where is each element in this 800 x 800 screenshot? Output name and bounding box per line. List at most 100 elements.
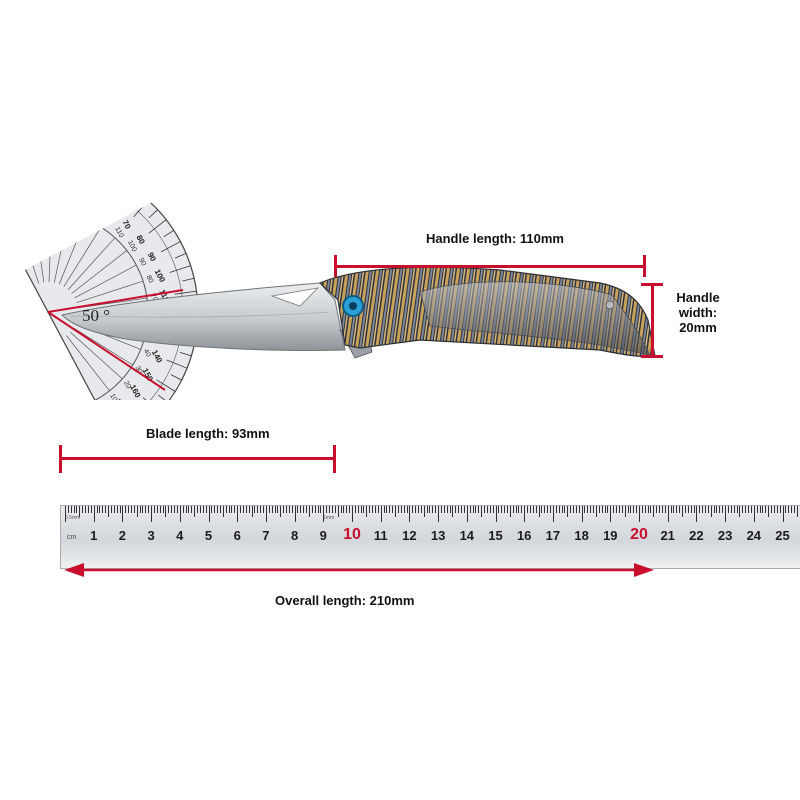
ruler-tick [277, 506, 279, 513]
ruler-tick [630, 506, 632, 513]
ruler-tick [624, 506, 626, 517]
ruler-tick [406, 506, 408, 513]
ruler-tick [377, 506, 379, 513]
ruler-tick [435, 506, 437, 513]
ruler-tick [776, 506, 778, 513]
protractor-inner-label: 70 [149, 293, 159, 303]
ruler-tick [719, 506, 721, 513]
ruler-tick [561, 506, 563, 513]
ruler-tick [274, 506, 276, 513]
ruler-tick [584, 506, 586, 513]
ruler-tick [191, 506, 193, 513]
ruler-unit: cm [67, 534, 77, 541]
ruler-tick [363, 506, 365, 513]
ruler-tick [458, 506, 460, 513]
ruler-tick [372, 506, 374, 513]
ruler-tick [498, 506, 500, 513]
protractor-tick [157, 394, 169, 400]
ruler-tick [228, 506, 230, 513]
protractor-tick [156, 379, 176, 392]
ruler-tick [85, 506, 87, 513]
ruler-tick [644, 506, 646, 513]
ruler-tick [541, 506, 543, 513]
ruler-tick [285, 506, 287, 513]
ruler-tick [793, 506, 795, 513]
handle-width-label: Handle width: 20mm [676, 290, 720, 335]
ruler-tick [765, 506, 767, 513]
ruler-tick [334, 506, 336, 513]
ruler-tick [676, 506, 678, 513]
ruler-tick [604, 506, 606, 513]
ruler-tick [311, 506, 313, 513]
ruler-tick [538, 506, 540, 517]
protractor-tick [160, 241, 181, 253]
ruler-tick [392, 506, 394, 513]
ruler-tick [753, 506, 755, 522]
ruler-number: 20 [630, 526, 648, 543]
ruler-tick [116, 506, 118, 513]
protractor-inner-label: 30 [133, 365, 143, 375]
ruler-tick [331, 506, 333, 513]
ruler-mark-fine: 0.5mm [65, 515, 81, 521]
ruler-tick [705, 506, 706, 513]
ruler-tick [598, 506, 600, 513]
ruler-tick [521, 506, 523, 513]
ruler-tick [400, 506, 402, 513]
blade-length-cap-left [59, 445, 62, 473]
ruler-tick [303, 506, 305, 513]
ruler-number: 11 [373, 528, 388, 543]
ruler-tick [119, 506, 121, 513]
ruler-tick [650, 506, 652, 513]
ruler-tick [194, 506, 196, 517]
protractor-spoke [76, 280, 144, 304]
ruler-tick [696, 506, 698, 522]
ruler-tick [125, 506, 127, 513]
protractor-spoke [74, 264, 137, 299]
ruler-tick [768, 506, 770, 517]
ruler-tick [690, 506, 692, 513]
ruler-tick [283, 506, 285, 513]
ruler-tick [260, 506, 262, 513]
ruler-tick [205, 506, 207, 513]
ruler-tick [707, 506, 709, 513]
ruler-tick [354, 506, 356, 513]
ruler-tick [607, 506, 609, 513]
ruler-tick [240, 506, 242, 513]
ruler-tick [595, 506, 597, 517]
handle-length-line [336, 265, 645, 268]
ruler-tick [567, 506, 569, 517]
ruler-tick [656, 506, 658, 513]
ruler-tick [432, 506, 434, 513]
ruler-tick [128, 506, 130, 513]
ruler-tick [478, 506, 480, 513]
protractor-spoke [71, 250, 128, 294]
ruler-tick [237, 506, 239, 522]
ruler-tick [667, 506, 669, 522]
handle-width-cap-top [641, 283, 663, 286]
ruler-tick [423, 506, 425, 517]
ruler-tick [512, 506, 514, 513]
ruler-tick [202, 506, 204, 513]
ruler-number: 16 [516, 528, 532, 543]
ruler-number: 17 [545, 528, 561, 543]
ruler-number: 14 [459, 528, 475, 543]
protractor-tick [174, 290, 197, 295]
ruler-number: 7 [262, 528, 270, 543]
ruler-tick [684, 506, 686, 513]
ruler-tick [446, 506, 448, 513]
ruler-number: 8 [290, 528, 299, 543]
ruler-tick [412, 506, 414, 513]
ruler-tick [222, 506, 224, 517]
ruler-tick [188, 506, 190, 513]
ruler-tick [197, 506, 199, 513]
ruler-tick [306, 506, 308, 513]
protractor-inner-label: 20 [122, 380, 132, 390]
ruler-tick [171, 506, 173, 513]
ruler-tick [346, 506, 348, 513]
handle-width-cap-bottom [641, 355, 663, 358]
ruler-tick [122, 506, 124, 522]
protractor-tick [166, 359, 188, 369]
protractor-spoke [70, 331, 123, 380]
ruler-tick [214, 506, 216, 513]
